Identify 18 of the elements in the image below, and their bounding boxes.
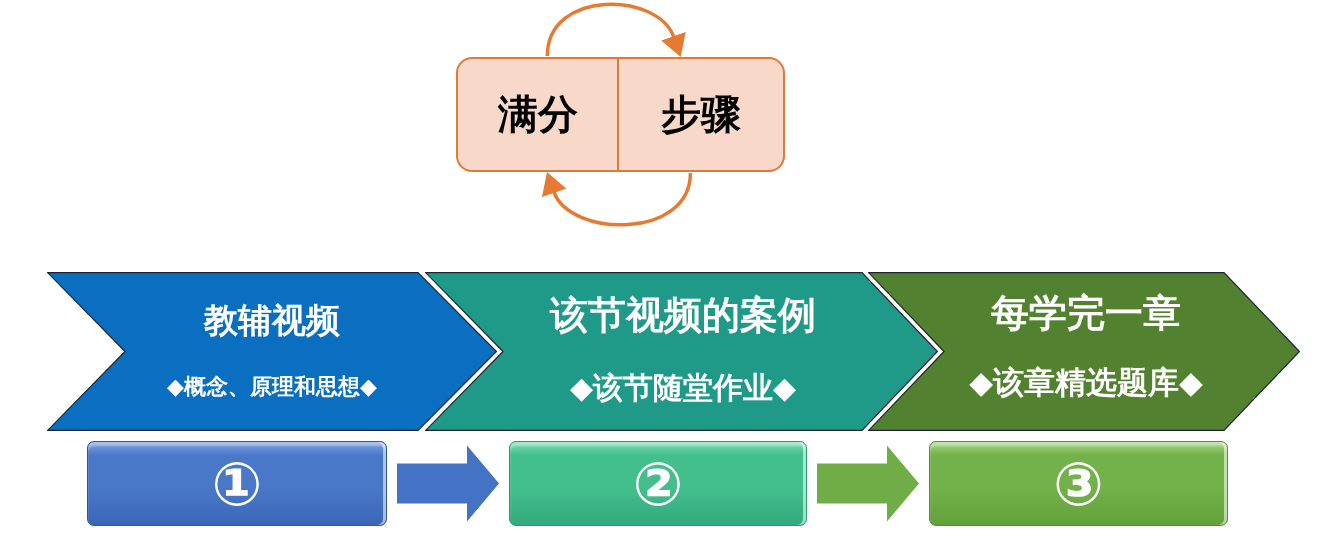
banner-title: 每学完一章 bbox=[991, 291, 1181, 337]
curved-arrow bbox=[543, 172, 693, 227]
step-button: ② bbox=[509, 441, 807, 526]
block-arrow bbox=[397, 445, 499, 522]
curved-arrow bbox=[545, 2, 685, 57]
banner-title: 教辅视频 bbox=[204, 299, 340, 341]
chevron-banner bbox=[425, 272, 938, 431]
banner-subtitle: ◆该节随堂作业◆ bbox=[569, 370, 797, 406]
banner-subtitle: ◆该章精选题库◆ bbox=[969, 364, 1203, 402]
label-box: 步骤 bbox=[619, 57, 785, 172]
banner-subtitle: ◆概念、原理和思想◆ bbox=[167, 373, 377, 401]
chevron-banner bbox=[47, 272, 497, 431]
label-box: 满分 bbox=[456, 57, 619, 172]
chevron-banner bbox=[868, 272, 1300, 431]
step-button: ③ bbox=[929, 441, 1228, 526]
step-button: ① bbox=[87, 441, 387, 526]
block-arrow bbox=[817, 445, 919, 522]
banner-title: 该节视频的案例 bbox=[550, 293, 816, 339]
